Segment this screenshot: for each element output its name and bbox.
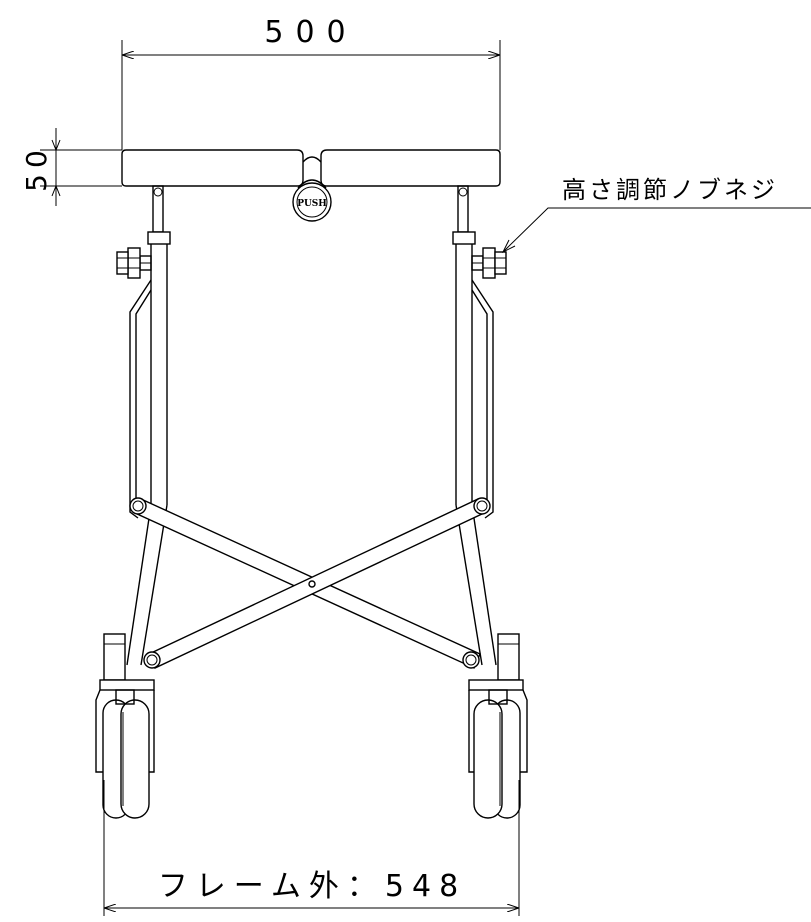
knob-callout: 高さ調節ノブネジ [501,176,811,254]
height-dimension: 50 [20,128,122,206]
frame-width-dimension: フレーム外：548 [103,780,520,916]
left-frame [126,185,171,666]
right-frame [452,185,497,666]
knob-callout-label: 高さ調節ノブネジ [562,176,778,204]
width-dimension: 500 [121,15,501,150]
left-caster [95,633,155,819]
right-caster [468,633,528,819]
push-button[interactable]: PUSH [292,179,332,222]
seat-plates [121,149,501,187]
height-dimension-label: 50 [20,144,53,192]
push-button-label: PUSH [297,199,327,209]
cross-brace [129,497,491,669]
frame-width-label: フレーム外：548 [158,869,466,904]
right-height-knob[interactable] [471,247,507,279]
left-height-knob[interactable] [116,247,152,279]
width-dimension-label: 500 [264,15,357,50]
